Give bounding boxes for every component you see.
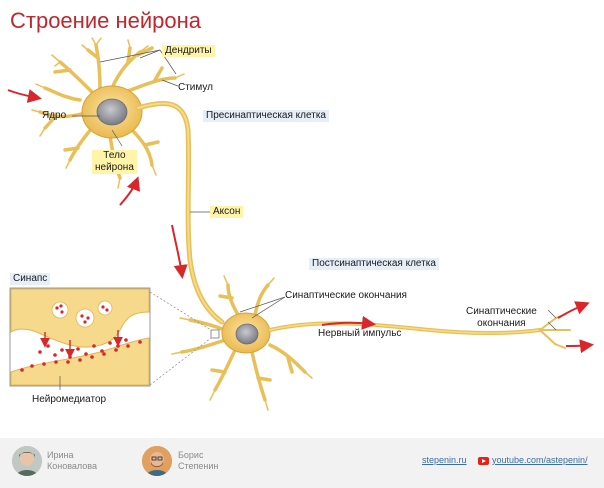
synapse-inset — [9, 287, 151, 390]
label-synapse: Синапс — [10, 273, 51, 285]
label-synaptic-endings: Синаптические окончания — [285, 290, 407, 301]
label-presynaptic-cell: Пресинаптическая клетка — [203, 110, 329, 122]
leader-lines — [72, 49, 557, 331]
label-postsynaptic-cell: Постсинаптическая клетка — [309, 258, 439, 270]
author-boris-first: Борис — [178, 450, 204, 460]
label-dendrites: Дендриты — [162, 45, 215, 57]
signal-arrows — [7, 89, 594, 354]
youtube-icon — [478, 457, 489, 465]
author-boris-name: Борис Степенин — [178, 450, 218, 472]
synapse-focus-box — [210, 329, 220, 339]
page-title: Строение нейрона — [10, 8, 201, 33]
label-neuron-body-line1: Тело — [103, 150, 126, 161]
label-nucleus: Ядро — [42, 110, 67, 121]
avatar-boris — [142, 446, 172, 476]
label-synaptic-endings-right: Синаптические окончания — [466, 306, 537, 330]
label-neuron-body: Тело нейрона — [92, 150, 137, 174]
footer: Ирина Коновалова Борис Степенин stepenin… — [0, 438, 604, 488]
postsynaptic-neuron — [171, 275, 571, 411]
author-irina-last: Коновалова — [47, 461, 97, 471]
avatar-boris-icon — [142, 446, 172, 476]
label-stimulus: Стимул — [178, 82, 213, 93]
author-boris-last: Степенин — [178, 461, 219, 471]
avatar-irina — [12, 446, 42, 476]
label-neurotransmitter: Нейромедиатор — [32, 394, 107, 405]
youtube-link[interactable]: youtube.com/astepenin/ — [492, 455, 588, 465]
author-irina-first: Ирина — [47, 450, 74, 460]
label-synaptic-endings-right-line2: окончания — [477, 318, 526, 329]
label-axon: Аксон — [210, 206, 244, 218]
label-neuron-body-line2: нейрона — [95, 162, 134, 173]
label-nerve-impulse: Нервный импульс — [318, 328, 402, 339]
label-synaptic-endings-right-line1: Синаптические — [466, 306, 537, 317]
presynaptic-neuron — [31, 37, 225, 325]
site-link[interactable]: stepenin.ru — [422, 455, 467, 465]
avatar-irina-icon — [12, 446, 42, 476]
author-irina-name: Ирина Коновалова — [47, 450, 97, 472]
